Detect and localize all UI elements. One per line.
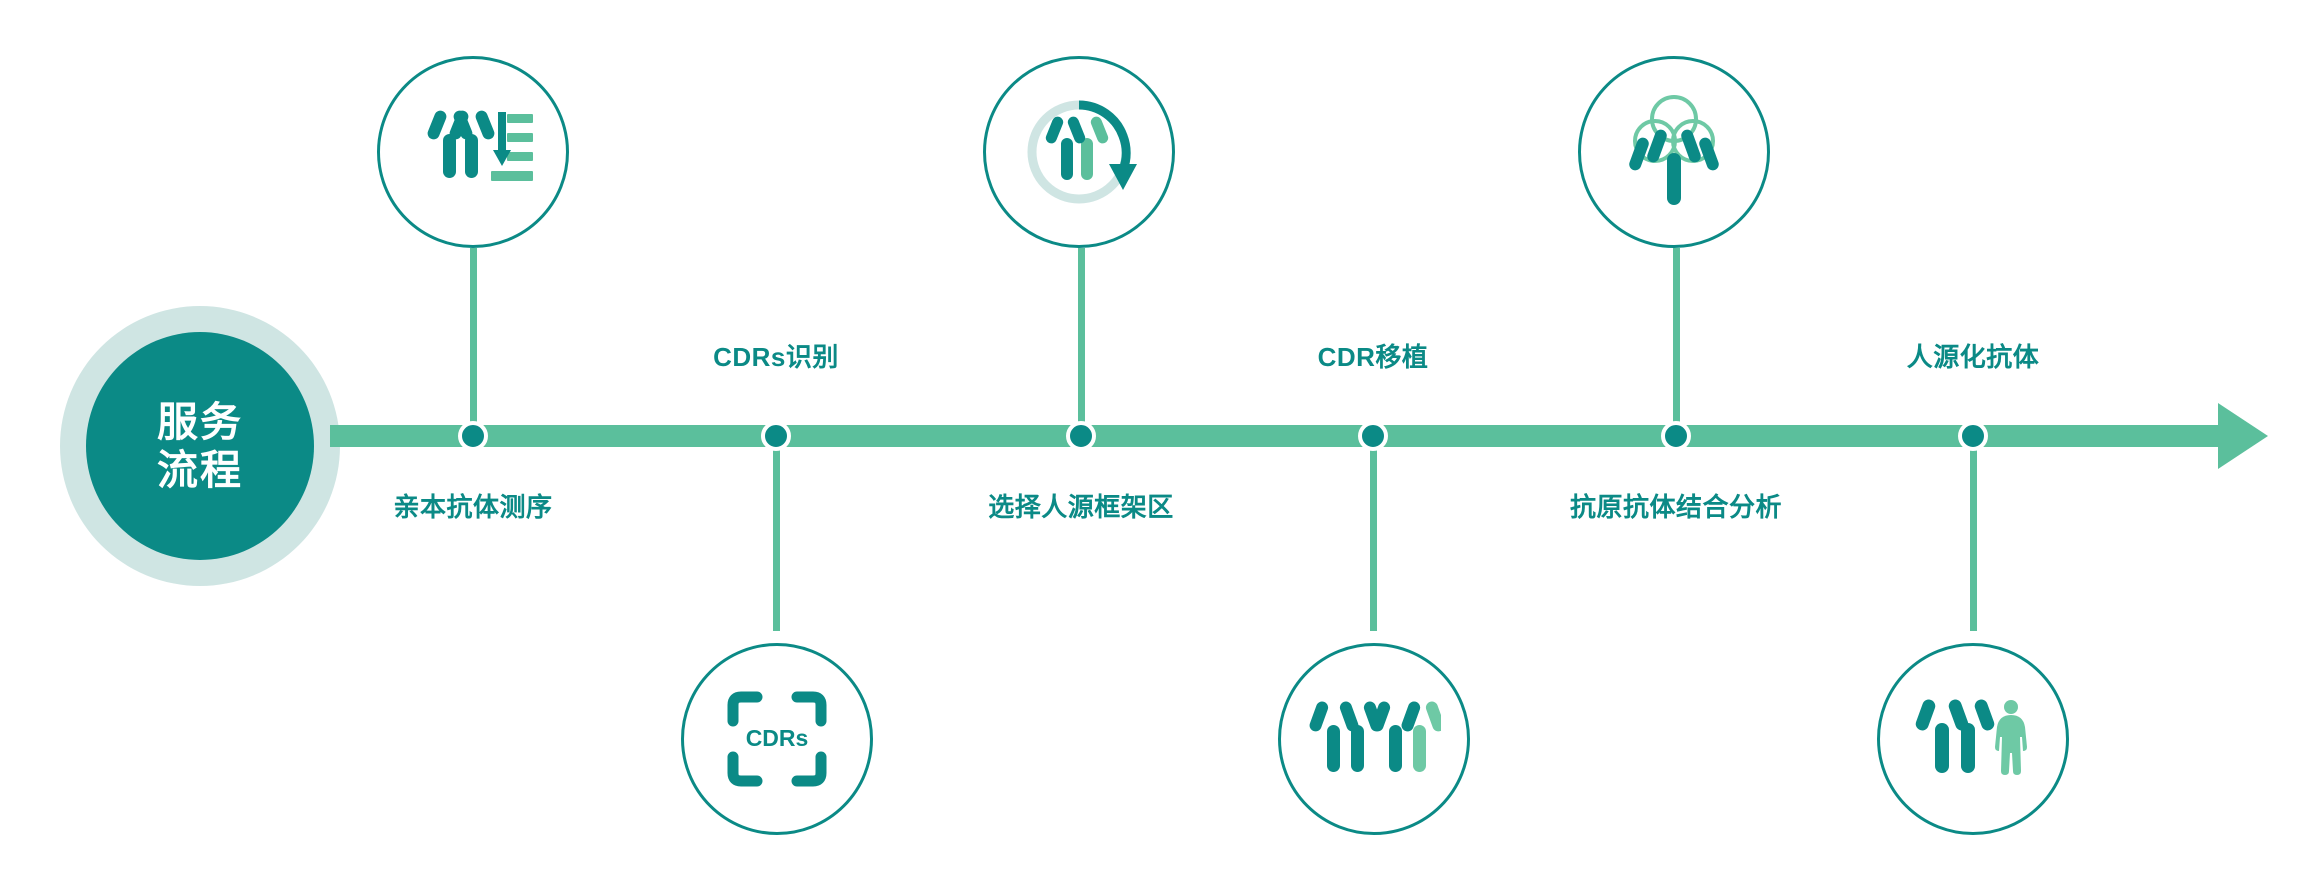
icon-bubble-step-6[interactable] xyxy=(1877,643,2069,835)
stem-step-2 xyxy=(773,436,780,631)
cdrs-scan-bracket-icon: CDRs xyxy=(727,691,827,787)
hub-title-line-2: 流程 xyxy=(157,447,243,493)
cdrs-icon-caption: CDRs xyxy=(746,725,809,751)
step-label-2: CDRs识别 xyxy=(713,342,839,372)
step-label-5: 抗原抗体结合分析 xyxy=(1569,492,1783,522)
person-figure xyxy=(1995,700,2027,775)
antigen-antibody-binding-icon xyxy=(1629,95,1719,205)
node-dot-step-5[interactable] xyxy=(1661,421,1691,451)
antibody-graft-pair-icon xyxy=(1309,701,1441,772)
stem-step-5 xyxy=(1673,248,1680,436)
icon-bubble-step-4[interactable] xyxy=(1278,643,1470,835)
node-dot-step-1[interactable] xyxy=(458,421,488,451)
humanized-antibody-person-icon xyxy=(1915,699,2027,775)
stem-step-6 xyxy=(1970,436,1977,631)
icon-bubble-step-5[interactable] xyxy=(1578,56,1770,248)
hub-title-line-1: 服务 xyxy=(157,398,243,445)
step-label-3: 选择人源框架区 xyxy=(988,492,1174,522)
node-dot-step-6[interactable] xyxy=(1958,421,1988,451)
step-label-4: CDR移植 xyxy=(1317,342,1429,372)
step-label-1: 亲本抗体测序 xyxy=(393,492,553,522)
hub-circle: 服务 流程 xyxy=(86,332,314,560)
step-label-6: 人源化抗体 xyxy=(1906,342,2040,372)
stem-step-4 xyxy=(1370,436,1377,631)
antibody-framework-cycle-icon xyxy=(1027,100,1137,204)
node-dot-step-2[interactable] xyxy=(761,421,791,451)
stem-step-3 xyxy=(1078,248,1085,436)
icon-bubble-step-2[interactable]: CDRs xyxy=(681,643,873,835)
node-dot-step-4[interactable] xyxy=(1358,421,1388,451)
icon-bubble-step-3[interactable] xyxy=(983,56,1175,248)
stem-step-1 xyxy=(470,248,477,436)
arrow-right-icon xyxy=(2218,403,2268,469)
icon-bubble-step-1[interactable] xyxy=(377,56,569,248)
antibody-sequencing-icon xyxy=(427,110,533,181)
timeline-axis xyxy=(330,425,2245,447)
node-dot-step-3[interactable] xyxy=(1066,421,1096,451)
